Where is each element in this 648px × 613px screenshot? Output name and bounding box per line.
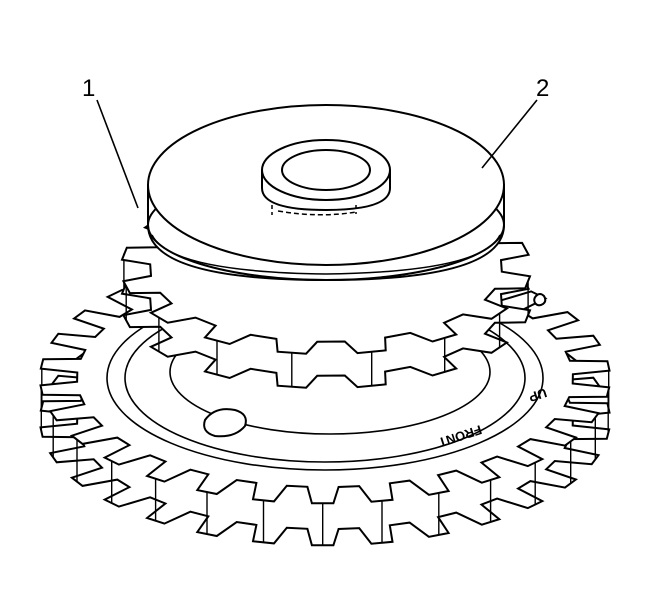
leader-line-2: [481, 99, 538, 169]
leader-line-1: [96, 99, 139, 209]
center-bore: [261, 139, 391, 216]
callout-leaders: [96, 99, 538, 209]
stamp-prefix-text: UP: [527, 385, 549, 405]
callout-label-2: 2: [536, 75, 549, 102]
callout-label-1: 1: [82, 75, 95, 102]
